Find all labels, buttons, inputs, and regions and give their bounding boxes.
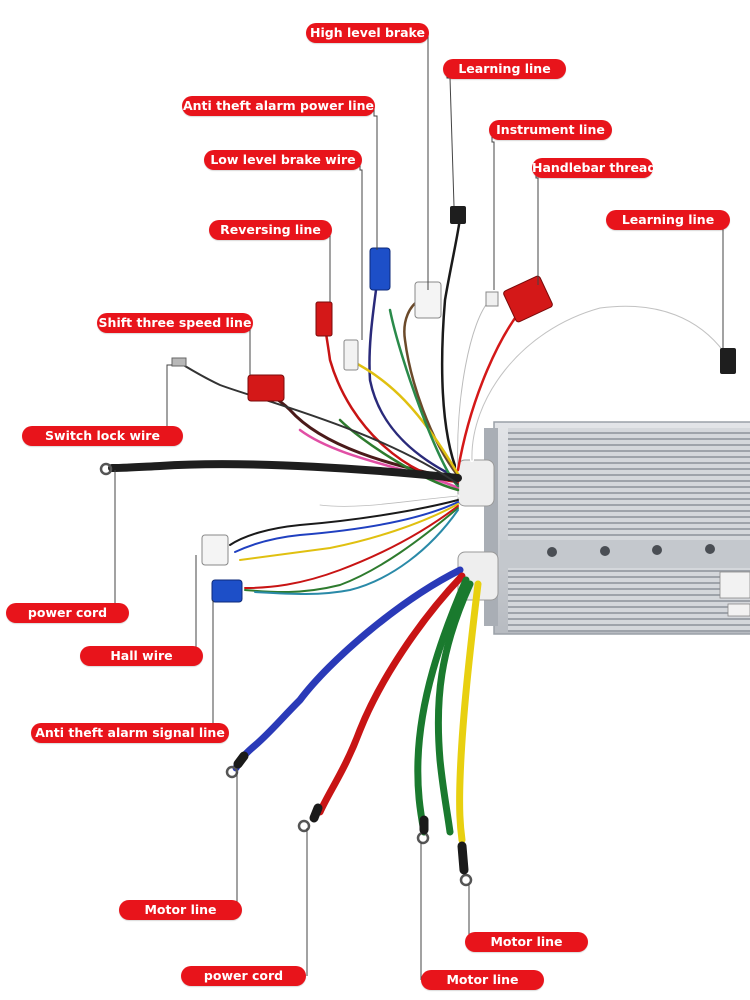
label-shift-three-speed-line: Shift three speed line (97, 313, 253, 333)
label-anti-theft-alarm-power-line: Anti theft alarm power line (182, 96, 375, 116)
label-motor-line-bottom: Motor line (421, 970, 544, 990)
label-learning-line-top: Learning line (443, 59, 566, 79)
label-motor-line-right: Motor line (465, 932, 588, 952)
label-reversing-line: Reversing line (209, 220, 332, 240)
leader-lines (114, 34, 724, 980)
label-instrument-line: Instrument line (489, 120, 612, 140)
label-switch-lock-wire: Switch lock wire (22, 426, 183, 446)
ring-terminal-icon (99, 462, 473, 887)
label-power-cord-left: power cord (6, 603, 129, 623)
label-power-cord-bottom: power cord (181, 966, 306, 986)
label-low-level-brake-wire: Low level brake wire (204, 150, 362, 170)
label-high-level-brake: High level brake (306, 23, 429, 43)
label-anti-theft-alarm-signal-line: Anti theft alarm signal line (31, 723, 229, 743)
label-handlebar-thread: Handlebar thread (532, 158, 656, 178)
heat-shrink-sleeves (233, 751, 469, 875)
signal-wire-bundle (108, 216, 726, 595)
label-learning-line-right: Learning line (606, 210, 730, 230)
label-motor-line-left: Motor line (119, 900, 242, 920)
e-bike-controller-icon (457, 421, 750, 635)
wire-connector-icon (171, 206, 736, 603)
label-hall-wire: Hall wire (80, 646, 203, 666)
motor-wire-bundle (232, 566, 482, 844)
